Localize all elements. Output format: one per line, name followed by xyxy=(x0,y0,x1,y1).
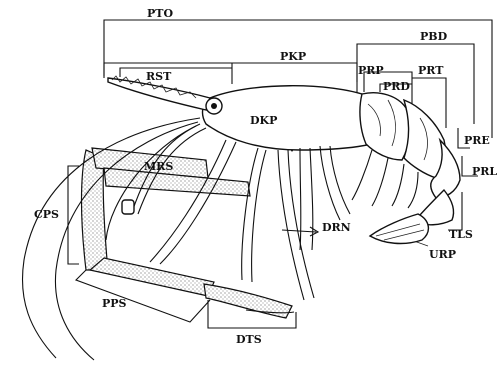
label-pre: PRE xyxy=(464,134,490,147)
label-tls: TLS xyxy=(449,228,473,241)
label-drn: DRN xyxy=(322,221,351,234)
label-pbd: PBD xyxy=(420,30,448,43)
label-pto: PTO xyxy=(147,7,173,20)
label-prd: PRD xyxy=(383,80,410,93)
label-prp: PRP xyxy=(358,64,384,77)
label-mrs: MRS xyxy=(144,160,173,173)
label-prl: PRL xyxy=(472,165,497,178)
label-pkp: PKP xyxy=(280,50,306,63)
label-cps: CPS xyxy=(34,208,59,221)
label-dkp: DKP xyxy=(250,114,277,127)
label-rst: RST xyxy=(146,70,172,83)
label-pps: PPS xyxy=(102,297,127,310)
label-prt: PRT xyxy=(418,64,444,77)
label-dts: DTS xyxy=(236,333,262,346)
prawn-body xyxy=(22,76,460,360)
label-urp: URP xyxy=(429,248,456,261)
